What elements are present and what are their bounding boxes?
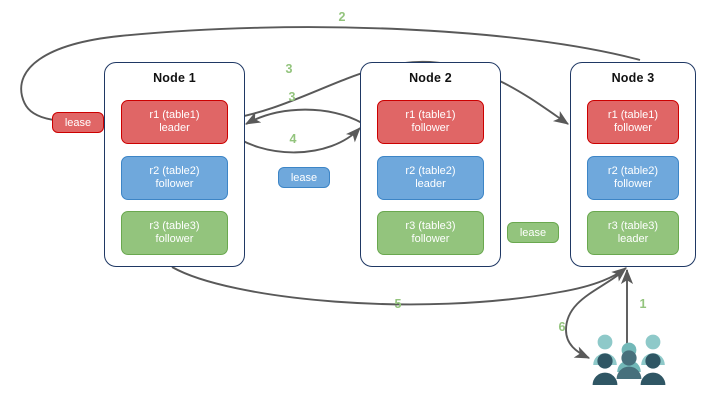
replica-r2[interactable]: r2 (table2) follower: [587, 156, 679, 200]
replica-r1[interactable]: r1 (table1) leader: [121, 100, 228, 144]
replica-name: r3 (table3): [149, 219, 200, 232]
replica-role: follower: [155, 233, 194, 245]
edge-5: [171, 266, 627, 306]
replica-role: follower: [411, 233, 450, 245]
edge-3-to-node3: [221, 60, 569, 125]
node-card-2[interactable]: Node 2 r1 (table1) follower r2 (table2) …: [360, 62, 501, 267]
replica-r3[interactable]: r3 (table3) follower: [121, 211, 228, 255]
edge-6: [565, 271, 623, 359]
step-label-3-upper: 3: [285, 62, 293, 76]
replica-r2[interactable]: r2 (table2) leader: [377, 156, 484, 200]
lease-chip-green[interactable]: lease: [507, 222, 559, 243]
replica-r3[interactable]: r3 (table3) follower: [377, 211, 484, 255]
lease-chip-blue[interactable]: lease: [278, 167, 330, 188]
replica-name: r1 (table1): [405, 108, 456, 121]
replica-name: r1 (table1): [149, 108, 200, 121]
replica-name: r3 (table3): [405, 219, 456, 232]
replica-r3[interactable]: r3 (table3) leader: [587, 211, 679, 255]
node-card-3[interactable]: Node 3 r1 (table1) follower r2 (table2) …: [570, 62, 696, 267]
replica-name: r2 (table2): [405, 164, 456, 177]
replica-role: leader: [415, 178, 446, 190]
replica-role: follower: [411, 122, 450, 134]
replica-r2[interactable]: r2 (table2) follower: [121, 156, 228, 200]
node-title: Node 1: [153, 71, 196, 85]
replica-name: r2 (table2): [607, 164, 659, 177]
replica-role: follower: [155, 178, 194, 190]
edge-2: [20, 26, 641, 130]
people-icon: [592, 334, 666, 385]
replica-name: r3 (table3): [607, 219, 659, 232]
replica-name: r2 (table2): [149, 164, 200, 177]
replica-role: leader: [617, 233, 649, 245]
step-label-5: 5: [394, 297, 402, 311]
replica-role: leader: [159, 122, 190, 134]
replica-role: follower: [614, 122, 652, 134]
step-label-6: 6: [558, 320, 566, 334]
lease-chip-red[interactable]: lease: [52, 112, 104, 133]
step-label-2: 2: [338, 10, 346, 24]
replica-r1[interactable]: r1 (table1) follower: [377, 100, 484, 144]
replica-r1[interactable]: r1 (table1) follower: [587, 100, 679, 144]
step-label-1: 1: [639, 297, 647, 311]
step-label-4: 4: [289, 132, 297, 146]
node-title: Node 2: [409, 71, 452, 85]
replica-role: follower: [614, 178, 652, 190]
edge-3-to-node1: [245, 108, 363, 125]
node-card-1[interactable]: Node 1 r1 (table1) leader r2 (table2) fo…: [104, 62, 245, 267]
node-title: Node 3: [611, 71, 655, 85]
step-label-3-lower: 3: [288, 90, 296, 104]
replica-name: r1 (table1): [607, 108, 659, 121]
